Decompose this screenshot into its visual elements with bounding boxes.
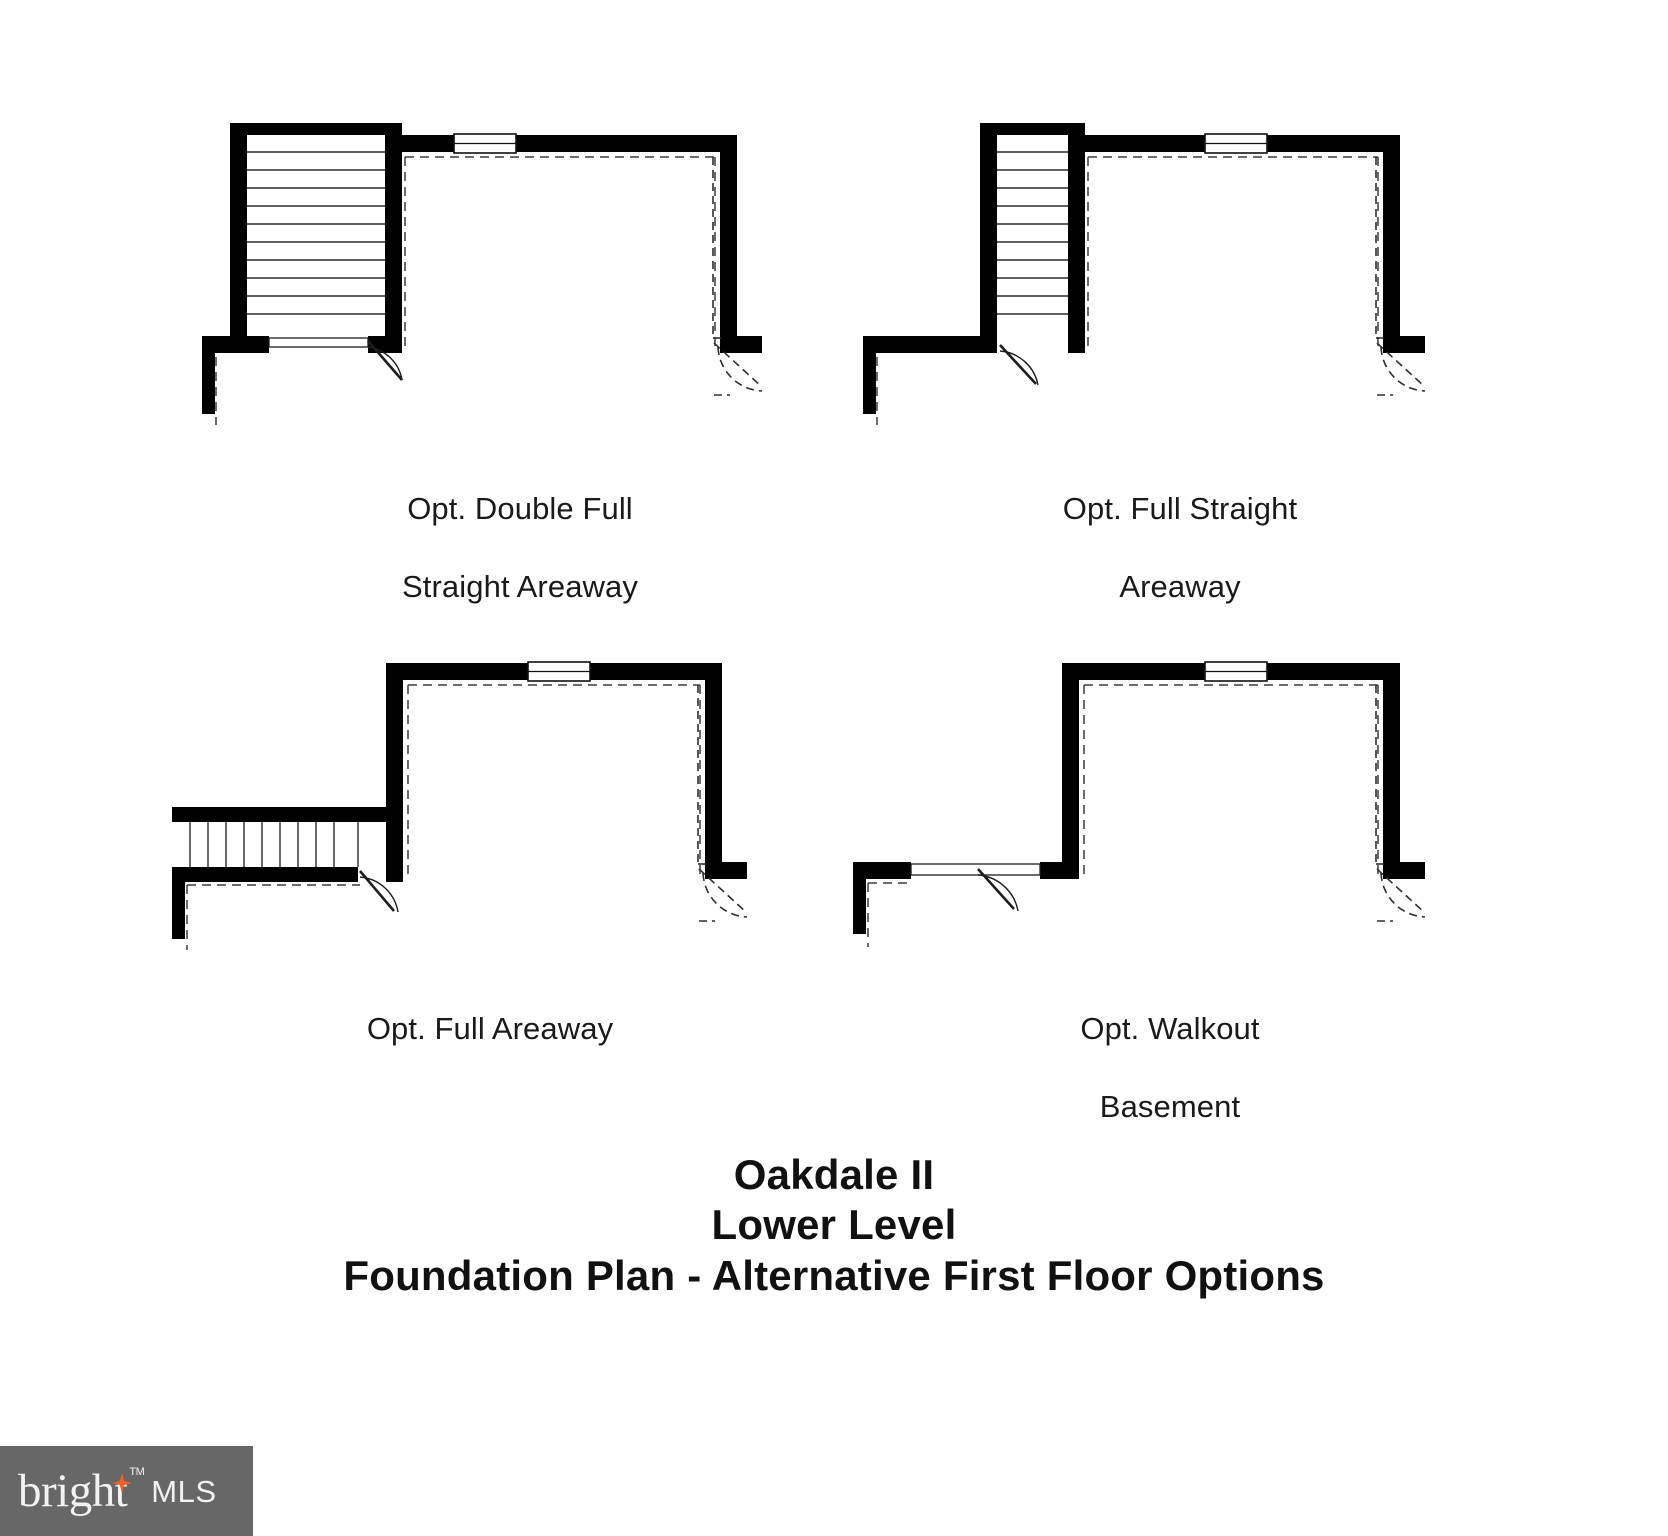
right-door-swing <box>1375 685 1426 922</box>
plan-2-caption: Opt. Full Straight Areaway <box>800 450 1560 606</box>
plan-1-caption-line2: Straight Areaway <box>402 569 638 604</box>
stair-treads <box>247 151 385 315</box>
bright-mls-watermark: bright TM MLS <box>0 1446 253 1536</box>
top-window <box>1204 661 1268 682</box>
areaway-door <box>999 344 1039 386</box>
footing-dashed-outline <box>1083 684 1379 874</box>
plan-1-caption: Opt. Double Full Straight Areaway <box>140 450 900 606</box>
plan-4-caption-line1: Opt. Walkout <box>1080 1011 1260 1046</box>
plan-2-caption-line2: Areaway <box>1119 569 1241 604</box>
plan-2-drawing <box>863 123 1426 425</box>
right-door-swing <box>697 685 748 922</box>
walkout-door <box>910 863 1041 912</box>
plan-opt-double-full-straight-areaway: Opt. Double Full Straight Areaway <box>140 95 900 604</box>
plan-2-caption-line1: Opt. Full Straight <box>1062 491 1298 526</box>
top-window <box>453 133 517 154</box>
stair-treads <box>189 822 359 867</box>
plan-grid: Opt. Double Full Straight Areaway <box>110 95 1560 1124</box>
plan-3-caption: Opt. Full Areaway <box>110 970 870 1048</box>
plan-opt-full-areaway: Opt. Full Areaway <box>110 615 870 1085</box>
plan-title-name: Oakdale II <box>733 1151 935 1198</box>
watermark-brand: bright TM <box>18 1464 145 1517</box>
stair-treads <box>997 151 1068 315</box>
watermark-suffix: MLS <box>151 1473 217 1509</box>
plan-1-caption-line1: Opt. Double Full <box>407 491 633 526</box>
watermark-brand-text: bright <box>18 1464 128 1517</box>
top-window <box>527 661 591 682</box>
plan-title-description: Foundation Plan - Alternative First Floo… <box>343 1251 1325 1299</box>
plan-1-drawing <box>202 123 763 425</box>
footing-dashed-outline <box>1087 156 1379 348</box>
plan-4-caption-line2: Basement <box>1099 1089 1241 1124</box>
right-door-swing <box>1375 157 1426 396</box>
footing-dashed-outline <box>407 684 701 874</box>
plan-3-caption-line1: Opt. Full Areaway <box>366 1011 614 1046</box>
areaway-dashed-outline <box>867 882 911 947</box>
plan-4-caption: Opt. Walkout Basement <box>790 970 1550 1126</box>
right-door-swing <box>712 157 763 396</box>
plan-title-level: Lower Level <box>711 1201 957 1249</box>
plan-4-drawing <box>853 661 1426 947</box>
areaway-door <box>359 870 399 913</box>
footing-dashed-outline <box>404 156 716 348</box>
areaway-door <box>268 337 403 381</box>
plan-3-drawing <box>172 661 748 950</box>
plan-opt-walkout-basement: Opt. Walkout Basement <box>790 615 1550 1124</box>
areaway-dashed-outline <box>186 884 360 950</box>
plan-opt-full-straight-areaway: Opt. Full Straight Areaway <box>800 95 1560 604</box>
watermark-trademark: TM <box>129 1465 145 1478</box>
title-block: Oakdale II Lower Level Foundation Plan -… <box>0 1150 1668 1301</box>
top-window <box>1204 133 1268 154</box>
